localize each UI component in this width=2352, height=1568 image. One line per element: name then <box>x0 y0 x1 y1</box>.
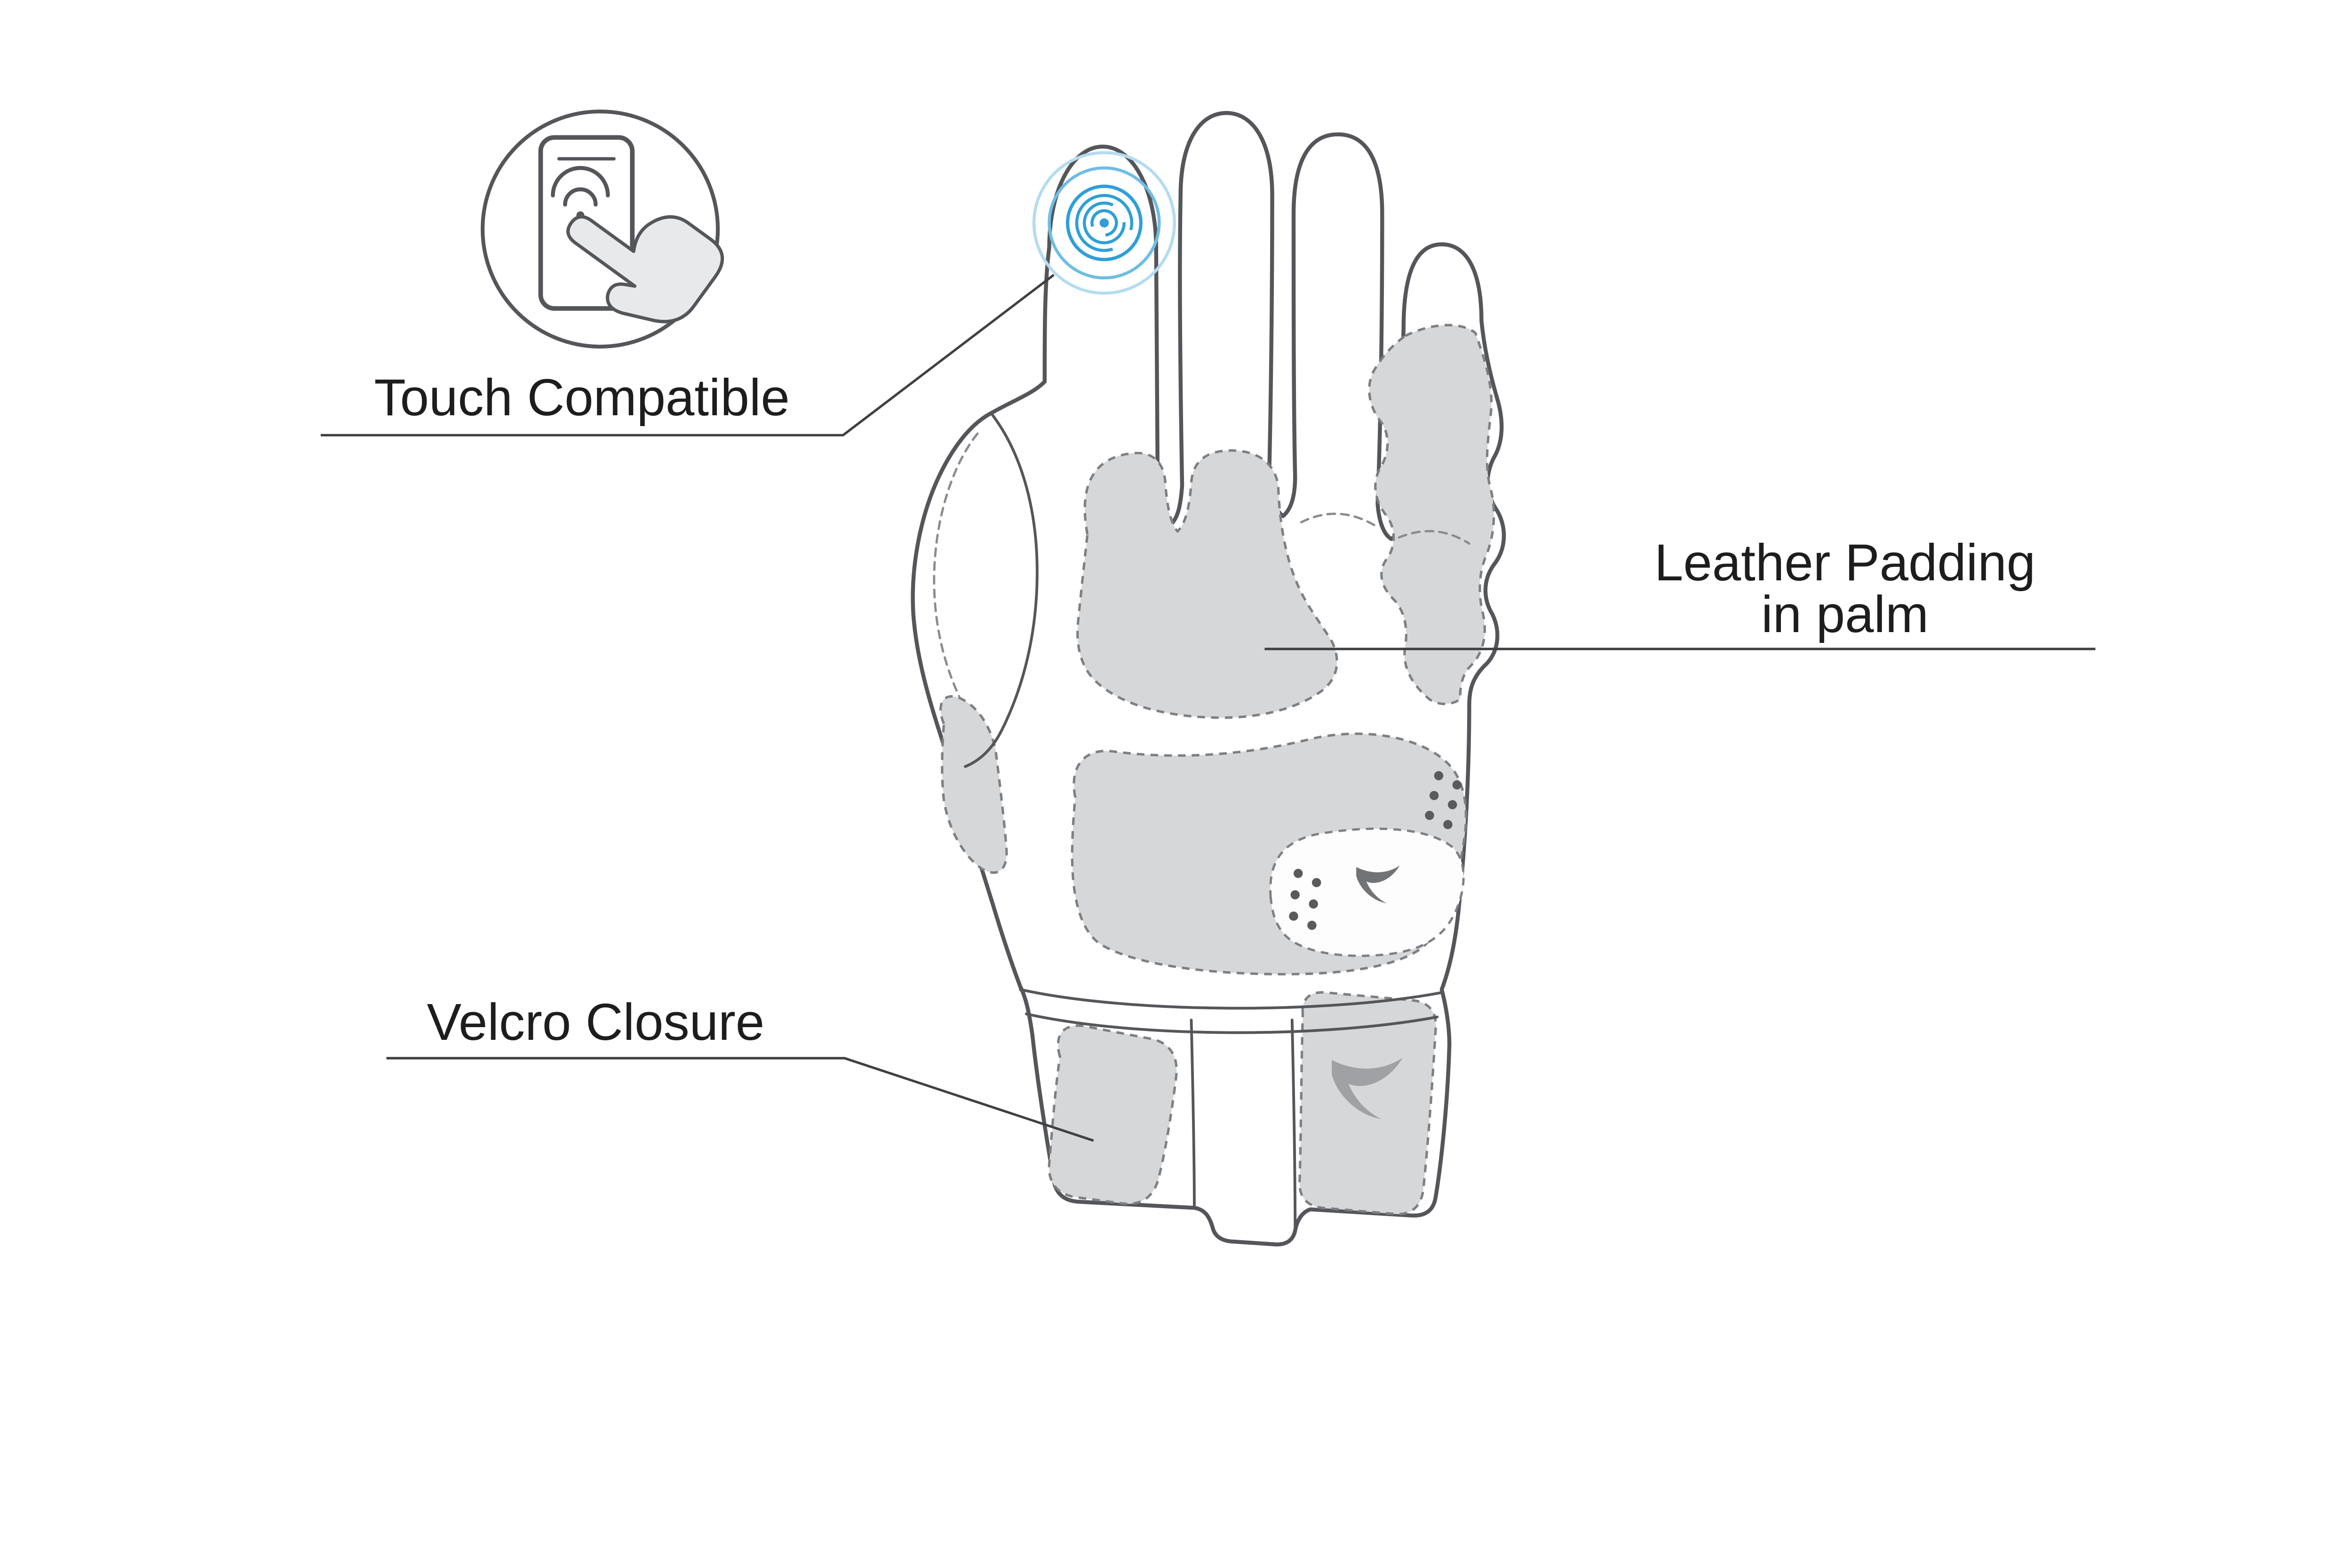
leather-padding-label-line2: in palm <box>1761 586 1929 643</box>
touch-ring-mid <box>1048 166 1161 280</box>
vent-dots-pad <box>1425 771 1462 829</box>
vent-dot <box>1311 878 1321 887</box>
velcro-closure-pad <box>1048 1024 1178 1205</box>
vent-dot <box>1447 800 1457 809</box>
tap-hand-icon <box>566 215 724 324</box>
fingerprint-arc <box>1075 194 1134 252</box>
touch-compatible-badge <box>480 109 724 349</box>
fingerprint-center-dot <box>1099 218 1109 228</box>
vent-dot <box>1309 899 1318 909</box>
glove-illustration <box>911 111 1506 1247</box>
wifi-arc-inner <box>563 187 598 207</box>
fingerprint-touch-icon <box>1032 151 1176 295</box>
cuff-strip-seam-right <box>1290 1018 1297 1232</box>
vent-dot <box>1289 911 1298 921</box>
velcro-closure-leader-line <box>386 1057 1094 1142</box>
cuff-strip-seam-left <box>1190 1018 1196 1210</box>
thumb-seam-line <box>964 414 1039 768</box>
palm-padding-area <box>1076 449 1338 719</box>
cuff-padding-area <box>1298 991 1437 1216</box>
vent-dot <box>1290 890 1300 900</box>
vent-dot <box>1452 780 1462 790</box>
fingerprint-arc <box>1090 209 1118 237</box>
wifi-arc-outer <box>551 166 610 198</box>
annotations: Touch Compatible Leather Padding in palm… <box>320 274 2096 1142</box>
brand-logo-swoosh <box>1356 865 1400 903</box>
pinky-edge-padding-area <box>1368 324 1495 705</box>
wrist-seam-line-2 <box>1025 1012 1439 1034</box>
vent-dot <box>1293 869 1303 878</box>
vent-dot <box>1425 811 1434 820</box>
vent-dot <box>1443 820 1453 829</box>
vent-dots-inset <box>1289 869 1321 930</box>
wrist-seam-line <box>1018 988 1443 1010</box>
leather-padding-label-line1: Leather Padding <box>1654 534 2035 592</box>
touch-compatible-leader-line <box>320 274 1055 436</box>
thumb-side-padding-area <box>939 695 1008 874</box>
diagram-svg: Touch Compatible Leather Padding in palm… <box>320 109 2096 1247</box>
vent-dot <box>1429 791 1439 800</box>
touch-ring-outer <box>1032 151 1176 295</box>
thumb-stitch-line <box>933 432 979 697</box>
glove-feature-diagram: Touch Compatible Leather Padding in palm… <box>320 109 2096 1247</box>
brand-logo-swoosh-large <box>1332 1057 1403 1119</box>
vent-dot <box>1307 920 1317 930</box>
touch-compatible-label: Touch Compatible <box>374 369 790 427</box>
velcro-closure-label: Velcro Closure <box>427 993 764 1051</box>
vent-dot <box>1434 771 1444 781</box>
fingerprint-arc <box>1082 201 1126 245</box>
